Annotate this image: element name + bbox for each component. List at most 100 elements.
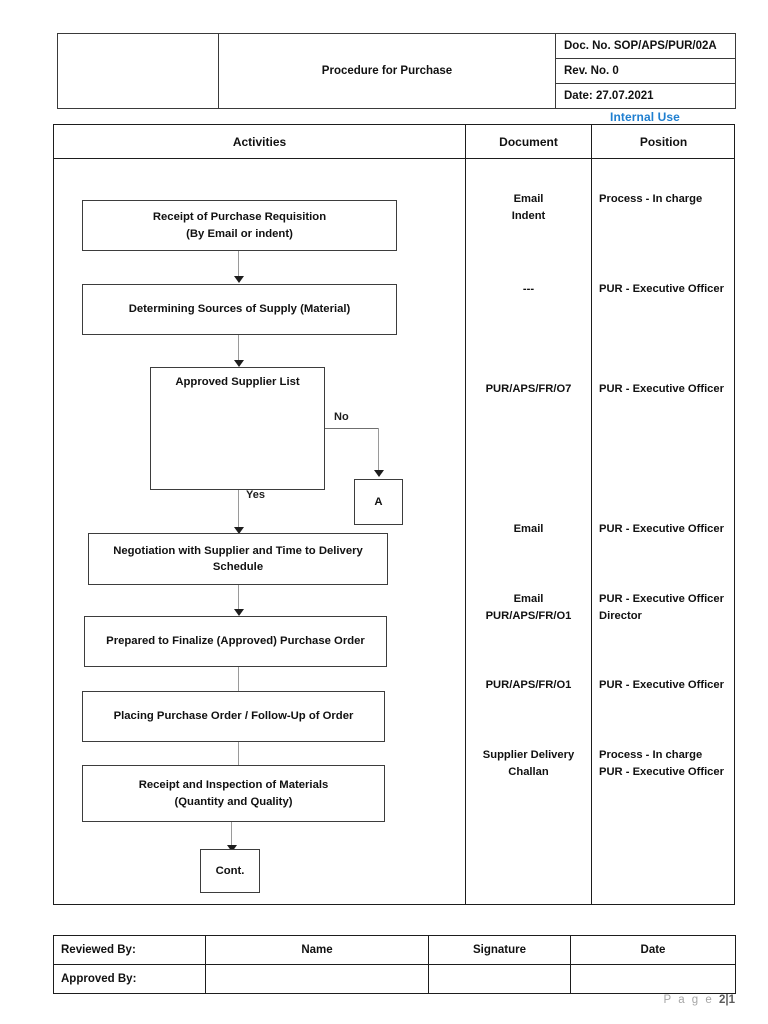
- flow-node-receipt-of-purchase-requisition: Receipt of Purchase Requisition (By Emai…: [82, 200, 397, 251]
- document-cell-line: Email: [513, 593, 544, 605]
- flow-node-line: Schedule: [212, 561, 264, 573]
- document-cell-row-4: Email: [466, 521, 591, 538]
- connector-line: [231, 822, 233, 848]
- branch-line-yes: [238, 490, 240, 530]
- branch-line-no-vertical: [378, 428, 380, 473]
- document-cell-line: ---: [522, 283, 535, 295]
- flow-node-prepared-to-finalize-purchase-order: Prepared to Finalize (Approved) Purchase…: [84, 616, 387, 667]
- footer-current-page: 2: [718, 994, 726, 1006]
- position-cell-row-7: Process - In charge PUR - Executive Offi…: [599, 747, 735, 781]
- branch-arrow-yes-icon: [233, 527, 244, 534]
- column-header-activities: Activities: [232, 134, 287, 149]
- position-cell-row-4: PUR - Executive Officer: [599, 521, 735, 538]
- flowchart-canvas: Receipt of Purchase Requisition (By Emai…: [54, 158, 465, 904]
- reviewed-by-label: Reviewed By:: [53, 935, 206, 965]
- flow-node-receipt-and-inspection-of-materials: Receipt and Inspection of Materials (Qua…: [82, 765, 385, 822]
- table-row: Approved By:: [53, 964, 736, 994]
- connector-line: [238, 585, 240, 612]
- signature-column-header-date: Date: [570, 935, 736, 965]
- connector-line: [238, 251, 240, 279]
- connector-arrow-icon: [233, 360, 244, 367]
- header-title: Procedure for Purchase: [218, 33, 556, 109]
- position-cell-line: Process - In charge: [599, 193, 703, 205]
- header-rev-no: Rev. No. 0: [555, 58, 736, 84]
- connector-arrow-icon: [233, 276, 244, 283]
- position-cell-line: PUR - Executive Officer: [599, 593, 724, 605]
- flow-node-continue-connector: Cont.: [200, 849, 260, 893]
- flow-node-line: A: [374, 495, 383, 508]
- document-cell-line: Email: [513, 523, 544, 535]
- document-cell-line: Challan: [508, 765, 549, 778]
- connector-line: [238, 335, 240, 363]
- connector-arrow-icon: [233, 609, 244, 616]
- position-cell-row-3: PUR - Executive Officer: [599, 381, 735, 398]
- flow-node-line: Determining Sources of Supply (Material): [128, 303, 351, 316]
- header-row-divider: [54, 158, 734, 160]
- position-cell-line: PUR - Executive Officer: [599, 765, 724, 778]
- document-cell-row-5: Email PUR/APS/FR/O1: [466, 591, 591, 625]
- header-doc-no: Doc. No. SOP/APS/PUR/02A: [555, 33, 736, 59]
- flow-node-line: Receipt and Inspection of Materials: [138, 779, 329, 792]
- branch-label-yes: Yes: [246, 489, 265, 501]
- flow-node-negotiation-with-supplier: Negotiation with Supplier and Time to De…: [88, 533, 388, 585]
- flow-node-approved-supplier-list: Approved Supplier List: [150, 367, 325, 490]
- flow-node-line: Negotiation with Supplier and Time to De…: [113, 544, 363, 557]
- branch-arrow-no-icon: [373, 470, 384, 477]
- document-cell-row-6: PUR/APS/FR/O1: [466, 677, 591, 694]
- document-cell-row-7: Supplier Delivery Challan: [466, 747, 591, 781]
- document-cell-line: Supplier Delivery: [482, 749, 575, 761]
- footer-separator: |: [725, 994, 729, 1006]
- connector-line: [238, 667, 240, 695]
- page-footer: P a g e 2|1: [0, 994, 735, 1006]
- header-date: Date: 27.07.2021: [555, 83, 736, 109]
- column-divider-activities-document: [465, 125, 467, 904]
- footer-total-pages: 1: [728, 994, 735, 1006]
- position-cell-row-6: PUR - Executive Officer: [599, 677, 735, 694]
- document-cell-line: Indent: [511, 209, 546, 222]
- connector-line: [238, 742, 240, 770]
- position-cell-line: Process - In charge: [599, 749, 703, 761]
- table-row: Reviewed By: Name Signature Date: [53, 935, 736, 965]
- position-cell-row-5: PUR - Executive Officer Director: [599, 591, 735, 625]
- position-cell-row-2: PUR - Executive Officer: [599, 281, 735, 298]
- position-cell-line: PUR - Executive Officer: [599, 383, 724, 395]
- position-cell-line: PUR - Executive Officer: [599, 283, 724, 295]
- procedure-flow-table: Activities Document Position Receipt of …: [53, 124, 735, 905]
- approved-by-name-cell[interactable]: [205, 964, 429, 994]
- column-header-document: Document: [499, 134, 558, 149]
- footer-page-word: P a g e: [663, 994, 719, 1006]
- branch-line-no: [325, 428, 379, 430]
- signature-column-header-name: Name: [205, 935, 429, 965]
- flow-node-line: (Quantity and Quality): [174, 795, 293, 808]
- position-cell-line: Director: [599, 609, 642, 622]
- flow-node-placing-purchase-order: Placing Purchase Order / Follow-Up of Or…: [82, 691, 385, 742]
- document-cell-row-2: ---: [466, 281, 591, 298]
- document-cell-line: PUR/APS/FR/O7: [485, 383, 572, 395]
- signature-column-header-signature: Signature: [428, 935, 571, 965]
- approved-by-date-cell[interactable]: [570, 964, 736, 994]
- flow-node-line: Prepared to Finalize (Approved) Purchase…: [106, 635, 365, 648]
- document-cell-line: PUR/APS/FR/O1: [485, 679, 572, 691]
- column-divider-document-position: [591, 125, 593, 904]
- document-cell-line: PUR/APS/FR/O1: [485, 609, 572, 622]
- classification-label: Internal Use: [610, 110, 680, 124]
- position-cell-row-1: Process - In charge: [599, 191, 735, 208]
- flow-node-line: Cont.: [215, 864, 245, 877]
- document-header-table: Procedure for Purchase Doc. No. SOP/APS/…: [57, 33, 736, 109]
- flow-node-determining-sources-of-supply: Determining Sources of Supply (Material): [82, 284, 397, 335]
- document-cell-line: Email: [513, 193, 544, 205]
- approved-by-label: Approved By:: [53, 964, 206, 994]
- approved-by-signature-cell[interactable]: [428, 964, 571, 994]
- flow-node-line: Approved Supplier List: [175, 376, 300, 388]
- branch-label-no: No: [334, 411, 349, 423]
- flow-node-line: Receipt of Purchase Requisition: [152, 211, 327, 224]
- signature-table: Reviewed By: Name Signature Date Approve…: [53, 935, 736, 994]
- connector-arrow-icon: [226, 845, 237, 852]
- flow-node-line: Placing Purchase Order / Follow-Up of Or…: [113, 710, 354, 723]
- flow-node-offpage-connector-a: A: [354, 479, 403, 525]
- position-cell-line: PUR - Executive Officer: [599, 523, 724, 535]
- header-logo-cell: [57, 33, 219, 109]
- document-cell-row-1: Email Indent: [466, 191, 591, 225]
- flow-node-line: (By Email or indent): [186, 227, 293, 240]
